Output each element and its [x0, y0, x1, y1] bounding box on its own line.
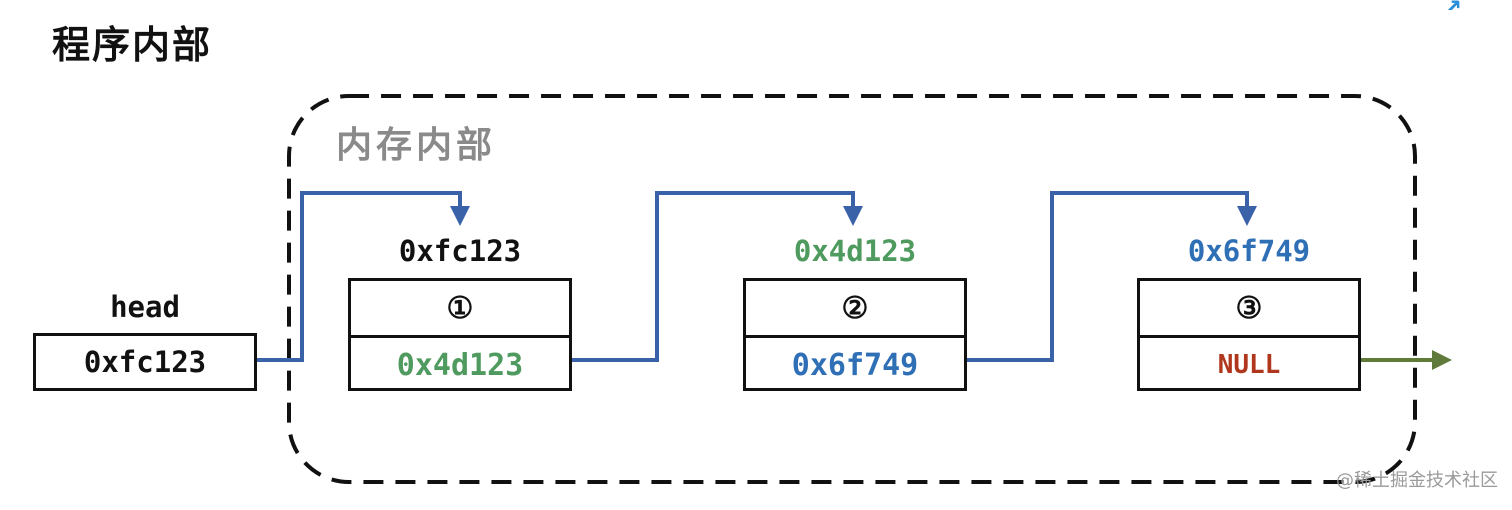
- node3-index: ③: [1140, 281, 1358, 338]
- node3-next: NULL: [1217, 350, 1281, 380]
- node-1: ① 0x4d123: [348, 278, 572, 391]
- node2-index: ②: [746, 281, 964, 338]
- node1-index: ①: [351, 281, 569, 338]
- pointer-node2-to-node3: [967, 191, 1257, 362]
- pointer-head-to-node1: [256, 191, 470, 362]
- corner-logo-fragment: ↗: [1442, 0, 1512, 10]
- memory-region-border: [287, 94, 1417, 484]
- head-cell: 0xfc123: [33, 333, 257, 391]
- watermark: @稀土掘金技术社区: [1336, 470, 1498, 491]
- node2-address: 0x4d123: [793, 234, 917, 268]
- node1-next: 0x4d123: [396, 347, 524, 383]
- memory-label: 内存内部: [336, 124, 497, 166]
- node2-next: 0x6f749: [791, 347, 919, 383]
- node1-address: 0xfc123: [398, 234, 522, 268]
- node-3: ③ NULL: [1137, 278, 1361, 391]
- program-title: 程序内部: [52, 22, 213, 67]
- node3-address: 0x6f749: [1187, 234, 1311, 268]
- pointer-node1-to-node2: [572, 191, 863, 362]
- head-label: head: [110, 290, 180, 324]
- node-2: ② 0x6f749: [743, 278, 967, 391]
